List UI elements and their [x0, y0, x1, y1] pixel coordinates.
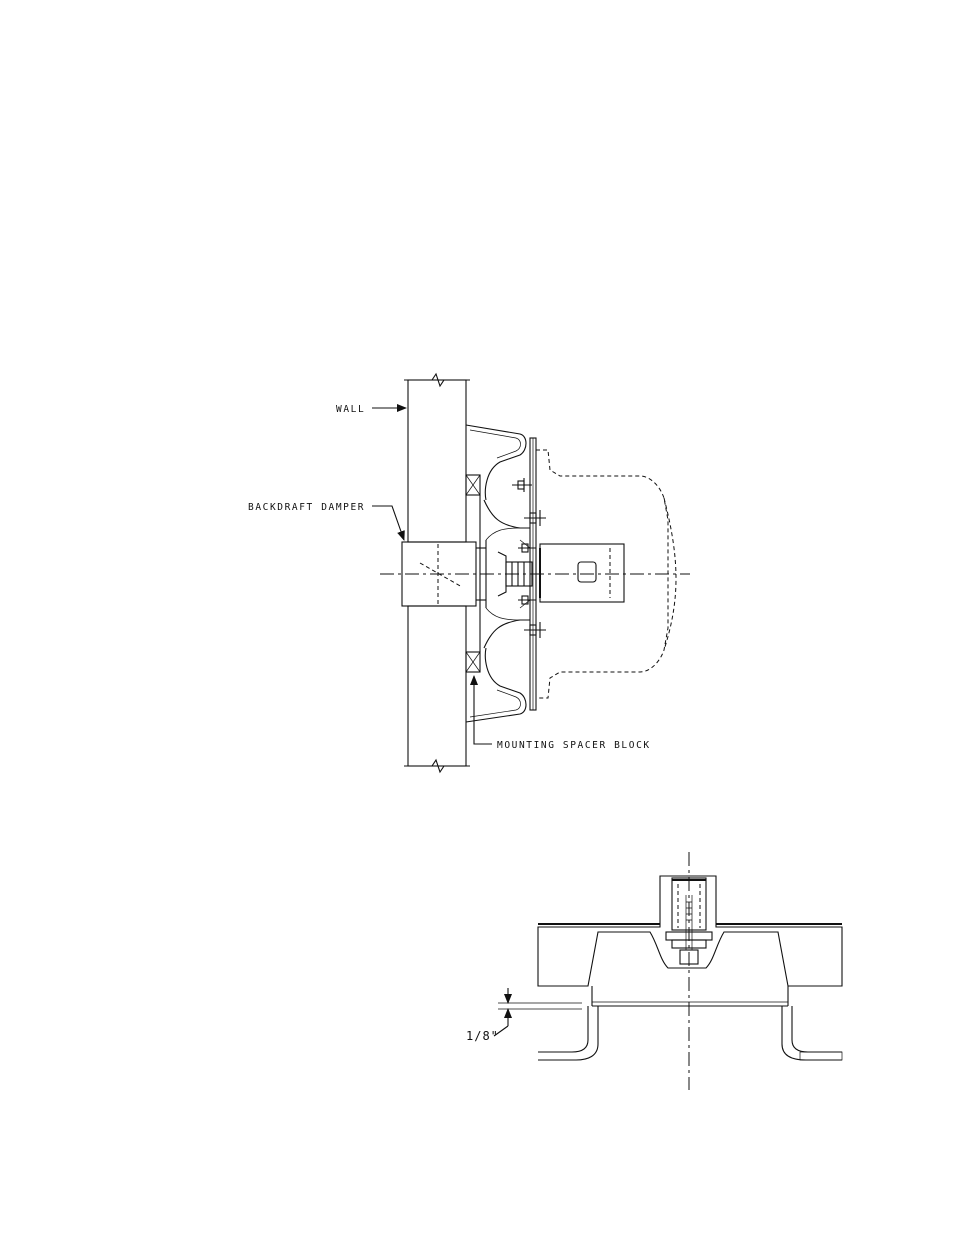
clearance-detail-view: 1/8"	[466, 852, 842, 1090]
wall-mount-section-view: WALL BACKDRAFT DAMPER MOUNTING SPACER BL…	[248, 374, 690, 772]
bolt-upper-inner	[524, 510, 546, 526]
lower-plate-section	[538, 986, 842, 1060]
backdraft-damper-label: BACKDRAFT DAMPER	[248, 502, 365, 513]
motor	[540, 544, 624, 602]
bolt-upper	[512, 478, 532, 492]
label-leaders	[372, 408, 492, 744]
bolt-lower-inner	[524, 622, 546, 638]
mounting-spacer-block-label: MOUNTING SPACER BLOCK	[497, 740, 651, 751]
upper-plate-section	[538, 876, 842, 986]
clearance-dimension-label: 1/8"	[466, 1029, 499, 1043]
wall-label: WALL	[336, 404, 365, 415]
fan-housing	[466, 425, 676, 722]
wall-section	[404, 374, 470, 772]
clearance-dimension	[494, 988, 582, 1036]
